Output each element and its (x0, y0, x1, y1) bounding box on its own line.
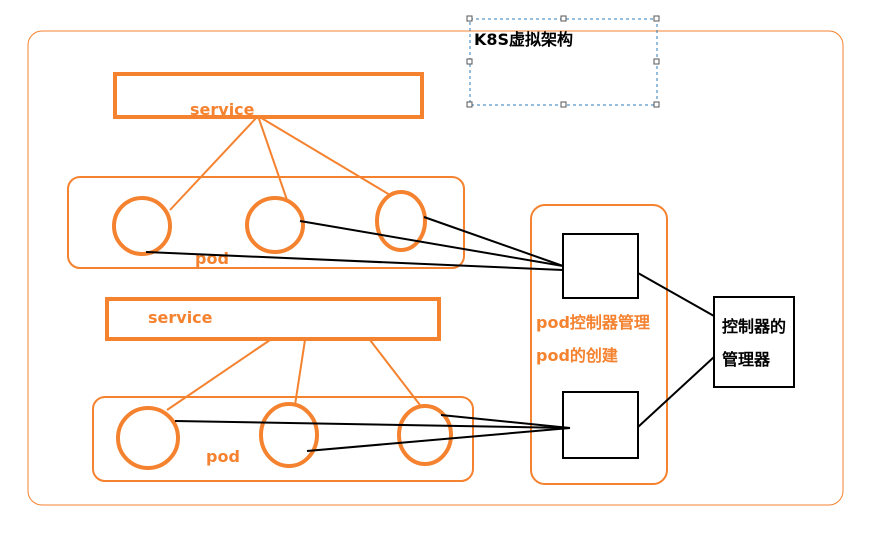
pod-bottom-2 (259, 402, 319, 468)
pod-top-label: pod (195, 249, 229, 268)
service-bottom-label: service (148, 308, 213, 327)
controller-manager-links (637, 272, 715, 428)
resize-handle-nw[interactable] (466, 15, 473, 22)
controller-label-1: pod控制器管理 (536, 313, 650, 332)
resize-handle-se[interactable] (653, 101, 660, 108)
diagram-title: K8S虚拟架构 (474, 30, 573, 49)
pod-top-1 (112, 196, 172, 256)
service-bottom-links (166, 339, 421, 411)
pod-top-3 (375, 190, 427, 252)
pod-top-2 (245, 196, 305, 254)
resize-handle-n[interactable] (560, 15, 567, 22)
outer-frame (27, 30, 844, 506)
pod-bottom-3 (397, 404, 453, 466)
controller-label-2: pod的创建 (536, 346, 618, 365)
service-top-label: service (190, 100, 255, 119)
pod-group-top (67, 176, 465, 269)
pod-bottom-label: pod (206, 447, 240, 466)
manager-box (713, 296, 795, 388)
resize-handle-e[interactable] (653, 58, 660, 65)
resize-handle-sw[interactable] (466, 101, 473, 108)
manager-label-1: 控制器的 (722, 317, 786, 336)
controller-box-bottom (562, 391, 639, 459)
controller-box-top (562, 233, 639, 299)
title-box-handles[interactable] (466, 15, 660, 108)
pod-controller-links (145, 216, 571, 452)
resize-handle-w[interactable] (466, 58, 473, 65)
service-top-links (169, 115, 391, 211)
service-bottom-box (105, 297, 441, 341)
resize-handle-s[interactable] (560, 101, 567, 108)
service-top-box (113, 72, 424, 119)
manager-label-2: 管理器 (722, 350, 771, 369)
pod-group-bottom (92, 396, 474, 482)
pod-bottom-1 (116, 406, 180, 470)
resize-handle-ne[interactable] (653, 15, 660, 22)
controller-group (530, 204, 668, 485)
